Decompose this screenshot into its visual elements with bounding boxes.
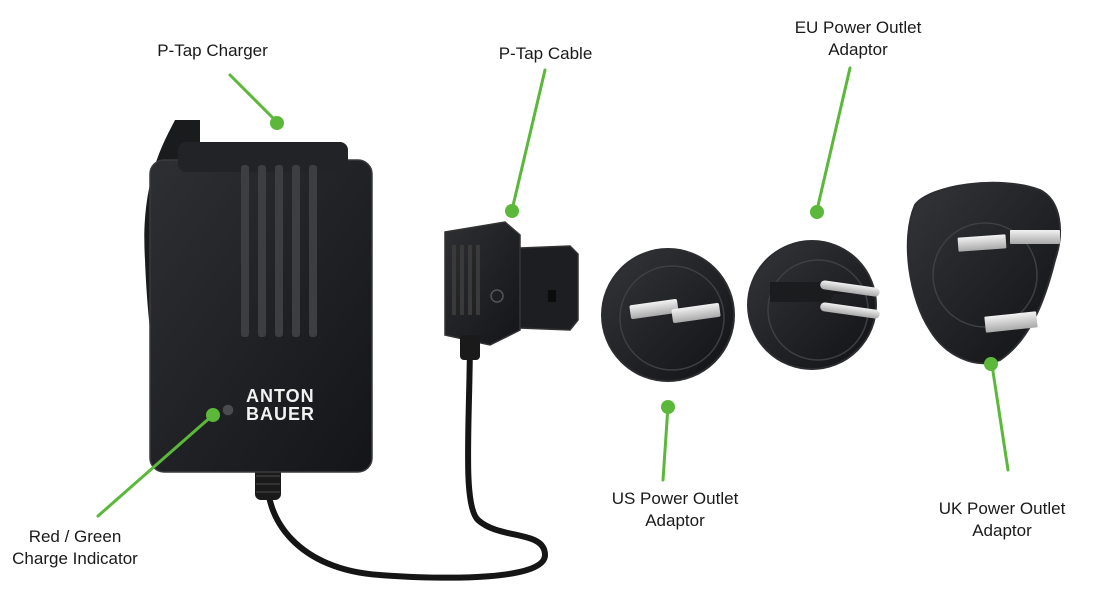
charger-vents (241, 165, 317, 337)
dot-eu-adaptor (810, 205, 824, 219)
ptap-charger-device: ANTON BAUER (144, 120, 373, 473)
leader-uk-adaptor (990, 363, 1010, 472)
brand-logo-line1: ANTON (246, 386, 315, 406)
label-ptap-cable: P-Tap Cable (498, 44, 593, 63)
label-us-adaptor: US Power Outlet Adaptor (611, 489, 739, 530)
us-adaptor (601, 248, 735, 382)
label-eu-adaptor: EU Power Outlet Adaptor (794, 18, 922, 59)
uk-adaptor (906, 181, 1061, 365)
label-ptap-charger: P-Tap Charger (157, 41, 268, 60)
brand-logo-line2: BAUER (246, 404, 315, 424)
leader-charge-indicator (96, 413, 215, 518)
leader-ptap-cable (510, 68, 547, 212)
dot-charge-indicator (206, 408, 220, 422)
charge-indicator-led (221, 403, 235, 417)
label-charge-indicator: Red / Green Charge Indicator (12, 527, 138, 568)
dot-uk-adaptor (984, 357, 998, 371)
leader-us-adaptor (661, 404, 670, 482)
ptap-connector (444, 221, 579, 360)
dot-ptap-cable (505, 204, 519, 218)
dot-us-adaptor (661, 400, 675, 414)
eu-adaptor (747, 240, 880, 370)
dot-ptap-charger (270, 116, 284, 130)
leader-ptap-charger (228, 73, 279, 124)
label-uk-adaptor: UK Power Outlet Adaptor (938, 499, 1066, 540)
leader-lines (96, 66, 1010, 518)
leader-eu-adaptor (815, 66, 852, 212)
leader-dots (206, 116, 998, 422)
